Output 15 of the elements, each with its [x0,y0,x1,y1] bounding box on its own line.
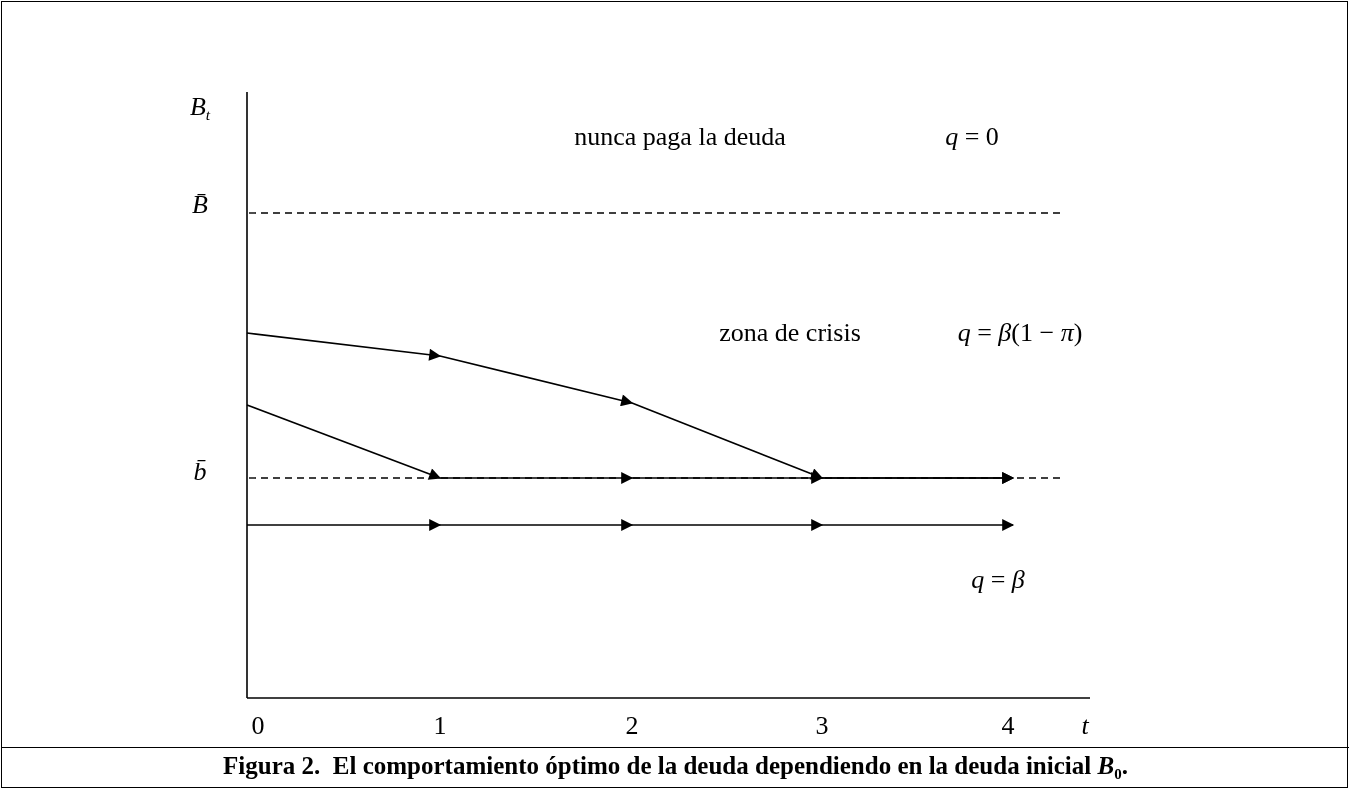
region-label: nunca paga la deuda [574,122,786,152]
tick-label: 2 [625,711,639,741]
tick-label: 1 [433,711,447,741]
tick-label: 0 [251,711,265,741]
level-label: b̄ [193,457,207,487]
axis-label: B$_{t}$ [189,92,211,124]
axis-label: t [1081,711,1089,741]
formula: q = β(1 − π) [957,318,1083,348]
figure-caption: Figura 2. El comportamiento óptimo de la deuda dependiendo en la deuda inicial B$_{0}$. [222,752,1129,783]
level-label: B̄ [192,190,208,220]
formula: q = 0 [945,122,999,152]
tick-label: 4 [1001,711,1015,741]
formula: q = β [971,565,1025,595]
region-label: zona de crisis [719,318,861,348]
tick-label: 3 [815,711,829,741]
